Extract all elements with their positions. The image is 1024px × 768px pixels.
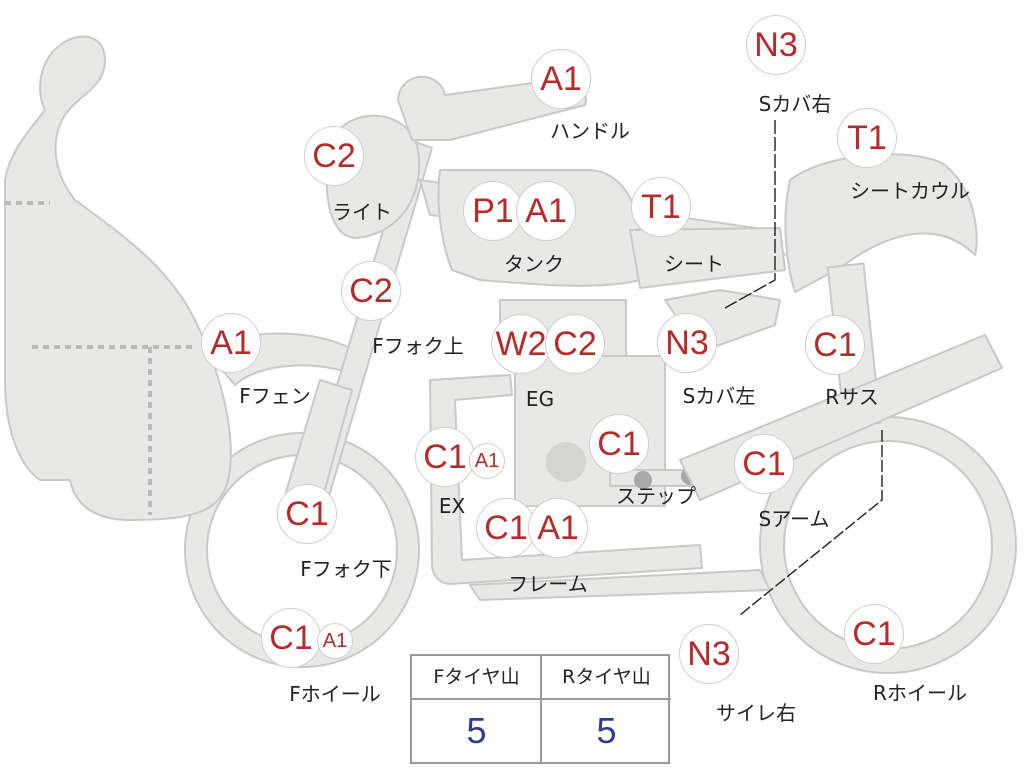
handle-label: ハンドル (550, 119, 630, 143)
rear-tire-header: Rタイヤ山 (542, 656, 671, 700)
eg-label: EG (525, 387, 555, 411)
step-badge-c1: C1 (589, 414, 649, 474)
ffork-upper-label: Fフォク上 (372, 334, 464, 358)
rsus-label: Rサス (825, 385, 879, 409)
fwheel-label: Fホイール (289, 682, 381, 706)
front-tire-header: Fタイヤ山 (412, 656, 541, 700)
handle-badge-a1: A1 (531, 49, 591, 109)
silencer-right-badge-n3: N3 (679, 624, 739, 684)
light-badge-c2: C2 (304, 126, 364, 186)
engine-cover (546, 442, 586, 482)
sarm-label: Sアーム (758, 507, 830, 531)
exhaust-shape (429, 374, 703, 585)
leader-scover-right (724, 120, 776, 309)
eg-badge-w2: W2 (491, 314, 551, 374)
table-divider (540, 656, 542, 762)
rsus-badge-c1: C1 (805, 315, 865, 375)
frame-badge-a1: A1 (528, 498, 588, 558)
scover-left-badge-n3: N3 (657, 313, 717, 373)
step-peg-1 (634, 471, 652, 489)
scover-left-label: Sカバ左 (682, 384, 756, 408)
ffork-lower-label: Fフォク下 (300, 557, 392, 581)
step-label: ステップ (616, 484, 696, 508)
rwheel-badge-c1: C1 (844, 604, 904, 664)
rwheel-label: Rホイール (873, 681, 967, 705)
tank-label: タンク (504, 252, 564, 276)
tank-badge-p1: P1 (463, 181, 523, 241)
seat-badge-t1: T1 (631, 177, 691, 237)
eg-badge-c2: C2 (545, 314, 605, 374)
ffender-label: Fフェン (239, 384, 311, 408)
tire-tread-table: Fタイヤ山 Rタイヤ山 5 5 (410, 654, 671, 764)
rear-wheel-outline (761, 418, 1015, 672)
seatcowl-label: シートカウル (850, 179, 970, 203)
fairing-shape (4, 35, 232, 521)
ffender-badge-a1: A1 (201, 313, 261, 373)
ex-label: EX (438, 494, 466, 518)
scover-right-badge-n3: N3 (746, 15, 806, 75)
rear-tire-value: 5 (596, 710, 617, 751)
leader-silencer-right (739, 430, 883, 616)
seat-shape (629, 227, 786, 289)
front-tire-value: 5 (466, 710, 487, 751)
ffork-lower-badge-c1: C1 (277, 484, 337, 544)
ffork-upper-badge-c2: C2 (341, 261, 401, 321)
frame-badge-c1: C1 (476, 498, 536, 558)
silencer-right-label: サイレ右 (716, 701, 796, 725)
frame-label: フレーム (508, 572, 588, 596)
seat-cowl-shape (784, 153, 978, 293)
sarm-badge-c1: C1 (734, 434, 794, 494)
light-label: ライト (332, 200, 392, 224)
scover-right-label: Sカバ右 (758, 92, 832, 116)
ex-badge-c1: C1 (415, 427, 475, 487)
tank-badge-a1: A1 (516, 181, 576, 241)
fwheel-badge-a1: A1 (317, 623, 353, 659)
ex-badge-a1: A1 (469, 443, 505, 479)
seat-label: シート (664, 252, 724, 276)
seatcowl-badge-t1: T1 (837, 108, 897, 168)
fwheel-badge-c1: C1 (261, 608, 321, 668)
